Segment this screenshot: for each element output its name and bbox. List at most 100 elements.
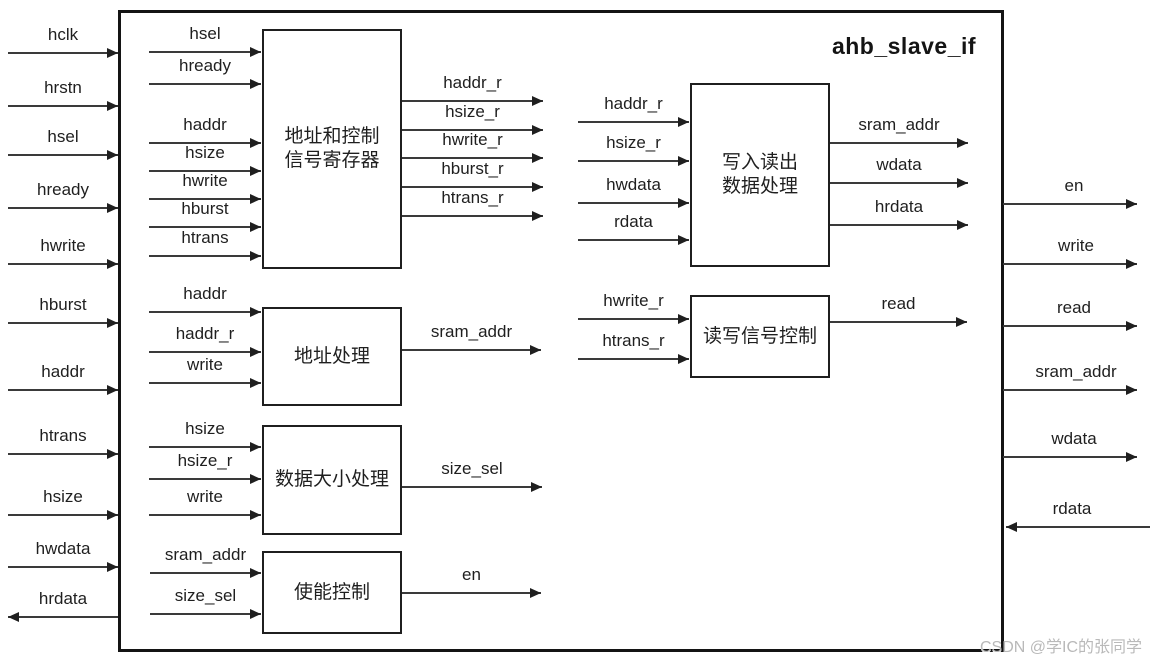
ahb-slave-if-module-boundary: [118, 10, 1004, 652]
signal-label-hburst: hburst: [181, 199, 229, 218]
signal-label-rdata: rdata: [614, 212, 653, 231]
signal-label-hsize: hsize: [185, 143, 225, 162]
arrowhead-rdata: [678, 235, 689, 245]
arrowhead-htrans: [250, 251, 261, 261]
signal-label-haddr_r: haddr_r: [604, 94, 663, 113]
wire-htrans_r: [402, 215, 543, 217]
arrowhead-hwrite: [250, 194, 261, 204]
arrowhead-sram_addr: [250, 568, 261, 578]
arrowhead-hwdata: [107, 562, 118, 572]
wire-hrstn: [8, 105, 118, 107]
signal-label-hwdata: hwdata: [606, 175, 661, 194]
arrowhead-haddr_r: [532, 96, 543, 106]
block-enable-ctrl: 使能控制: [262, 551, 402, 634]
arrowhead-write: [250, 510, 261, 520]
arrowhead-hrstn: [107, 101, 118, 111]
signal-label-hsize: hsize: [185, 419, 225, 438]
wire-hrdata: [830, 224, 968, 226]
arrowhead-htrans_r: [532, 211, 543, 221]
signal-label-hready: hready: [179, 56, 231, 75]
arrowhead-size_sel: [250, 609, 261, 619]
arrowhead-write: [250, 378, 261, 388]
signal-label-hrstn: hrstn: [44, 78, 82, 97]
arrowhead-hsize: [107, 510, 118, 520]
signal-label-en: en: [1064, 176, 1084, 195]
block-label-wr-rd-data-proc: 写入读出 数据处理: [721, 152, 798, 197]
arrowhead-hsize_r: [532, 125, 543, 135]
wire-hsel: [8, 154, 118, 156]
arrowhead-wdata: [1126, 452, 1137, 462]
arrowhead-hsize_r: [678, 156, 689, 166]
signal-label-hsize_r: hsize_r: [606, 133, 661, 152]
wire-size_sel: [150, 613, 261, 615]
wire-hburst: [149, 226, 261, 228]
arrowhead-hsize: [250, 166, 261, 176]
arrowhead-haddr: [107, 385, 118, 395]
wire-hsize: [149, 446, 261, 448]
arrowhead-hburst: [250, 222, 261, 232]
arrowhead-htrans_r: [678, 354, 689, 364]
wire-hready: [8, 207, 118, 209]
arrowhead-hsel: [107, 150, 118, 160]
signal-label-write: write: [187, 487, 223, 506]
wire-en: [1003, 203, 1137, 205]
signal-label-sram_addr: sram_addr: [1035, 362, 1117, 381]
arrowhead-hrdata: [957, 220, 968, 230]
wire-sram_addr: [402, 349, 541, 351]
block-label-enable-ctrl: 使能控制: [293, 581, 370, 603]
signal-label-wdata: wdata: [876, 155, 922, 174]
wire-wdata: [1003, 456, 1137, 458]
block-wr-rd-data-proc: 写入读出 数据处理: [690, 83, 830, 267]
arrowhead-hsize: [250, 442, 261, 452]
wire-htrans: [8, 453, 118, 455]
wire-sram_addr: [150, 572, 261, 574]
arrowhead-sram_addr: [1126, 385, 1137, 395]
wire-haddr_r: [149, 351, 261, 353]
wire-htrans: [149, 255, 261, 257]
diagram-title: ahb_slave_if: [831, 33, 977, 59]
signal-label-haddr: haddr: [183, 284, 227, 303]
signal-label-write: write: [187, 355, 223, 374]
signal-label-haddr_r: haddr_r: [443, 73, 502, 92]
arrowhead-hclk: [107, 48, 118, 58]
wire-hsel: [149, 51, 261, 53]
signal-label-hburst: hburst: [39, 295, 87, 314]
arrowhead-hwdata: [678, 198, 689, 208]
signal-label-hsize: hsize: [43, 487, 83, 506]
signal-label-haddr: haddr: [183, 115, 227, 134]
arrowhead-haddr: [250, 307, 261, 317]
arrowhead-wdata: [957, 178, 968, 188]
wire-hready: [149, 83, 261, 85]
signal-label-hsize_r: hsize_r: [177, 451, 233, 470]
signal-label-hwrite_r: hwrite_r: [603, 291, 664, 310]
signal-label-hwrite: hwrite: [182, 171, 228, 190]
signal-label-size_sel: size_sel: [441, 459, 503, 478]
arrowhead-haddr_r: [250, 347, 261, 357]
wire-hwdata: [578, 202, 689, 204]
wire-hwrite: [8, 263, 118, 265]
wire-rdata: [578, 239, 689, 241]
signal-label-htrans: htrans: [39, 426, 87, 445]
arrowhead-rdata: [1006, 522, 1017, 532]
signal-label-haddr_r: haddr_r: [175, 324, 235, 343]
signal-label-wdata: wdata: [1051, 429, 1097, 448]
wire-write: [149, 382, 261, 384]
wire-hburst: [8, 322, 118, 324]
wire-sram_addr: [830, 142, 968, 144]
signal-label-hsel: hsel: [189, 24, 221, 43]
signal-label-sram_addr: sram_addr: [858, 115, 940, 134]
signal-label-read: read: [1056, 298, 1092, 317]
wire-hburst_r: [402, 186, 543, 188]
arrowhead-write: [1126, 259, 1137, 269]
block-label-rw-signal-ctrl: 读写信号控制: [702, 325, 817, 347]
signal-label-hburst_r: hburst_r: [441, 159, 504, 178]
signal-label-hwdata: hwdata: [35, 539, 91, 558]
signal-label-hwrite: hwrite: [40, 236, 86, 255]
arrowhead-hwrite: [107, 259, 118, 269]
arrowhead-hready: [107, 203, 118, 213]
signal-label-htrans: htrans: [181, 228, 229, 247]
wire-en: [402, 592, 541, 594]
arrowhead-sram_addr: [530, 345, 541, 355]
wire-htrans_r: [578, 358, 689, 360]
wire-haddr: [8, 389, 118, 391]
